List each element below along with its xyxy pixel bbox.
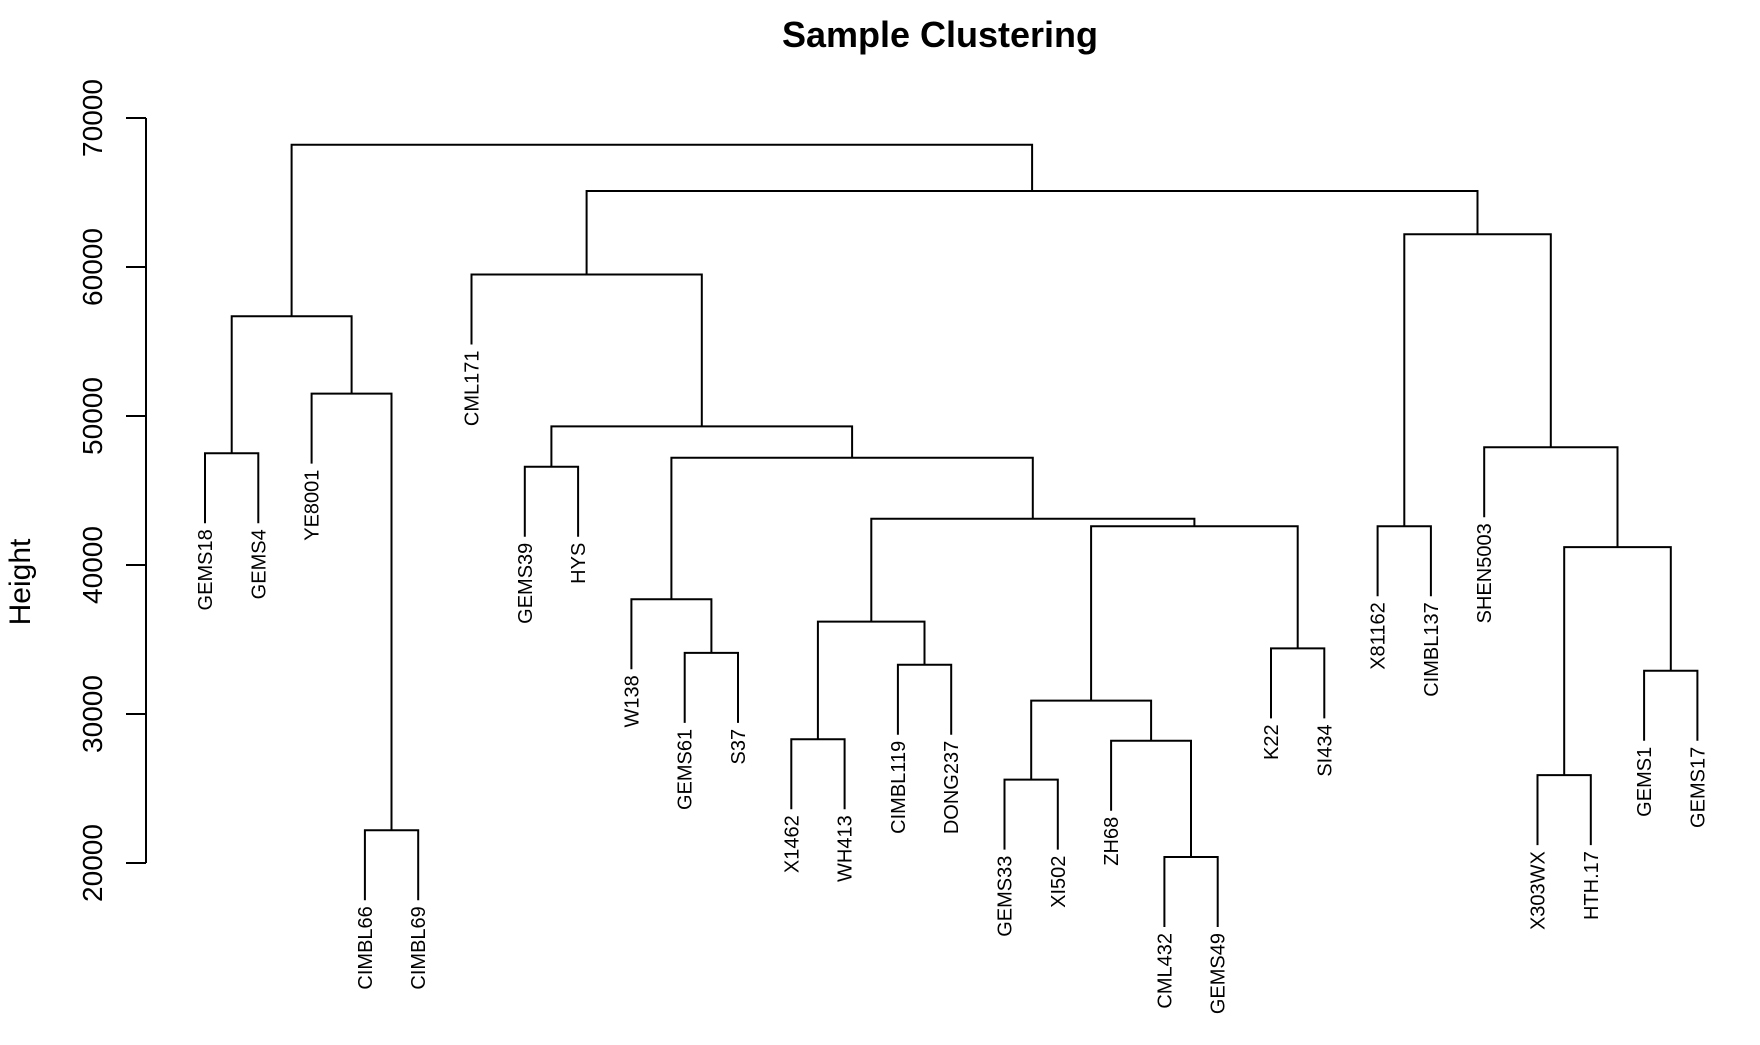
y-tick-label: 30000 (77, 675, 108, 753)
leaf-label: GEMS49 (1208, 933, 1230, 1014)
leaf-label: GEMS33 (995, 856, 1017, 937)
leaf-label: CML171 (462, 351, 484, 427)
y-axis: 20000 30000 40000 50000 60000 70000 (77, 79, 147, 902)
merge-link (1376, 525, 1432, 597)
merge-link (1270, 647, 1326, 719)
leaf-label: GEMS17 (1687, 747, 1709, 828)
y-tick-label: 70000 (77, 79, 108, 157)
merge-link (290, 143, 1034, 317)
leaf-label: CIMBL66 (355, 906, 377, 989)
merge-link (1403, 233, 1552, 527)
leaf-label: CIMBL119 (888, 741, 910, 834)
merge-link (310, 392, 393, 831)
leaf-label: X303WX (1528, 851, 1550, 930)
leaf-label: GEMS61 (675, 729, 697, 810)
leaf-label: ZH68 (1101, 817, 1123, 866)
leaf-label: X81162 (1368, 602, 1390, 669)
merge-link (1163, 856, 1219, 927)
merge-link (630, 598, 713, 670)
leaf-label: X1462 (781, 815, 803, 873)
merge-link (1003, 778, 1059, 850)
merge-link (1643, 669, 1699, 741)
merge-link (1483, 446, 1619, 548)
merge-link (523, 465, 580, 537)
leaf-label: GEMS39 (515, 543, 537, 624)
leaf-label: CML432 (1154, 933, 1176, 1009)
merge-link (550, 425, 854, 467)
leaf-label: YE8001 (302, 470, 324, 541)
leaf-label: S37 (728, 729, 750, 765)
leaf-label: HYS (568, 543, 590, 584)
y-tick-label: 50000 (77, 377, 108, 455)
leaf-label: SHEN5003 (1474, 523, 1496, 623)
leaf-label: DONG237 (941, 741, 963, 834)
leaf-label: CIMBL69 (408, 906, 430, 989)
dendrogram-tree (204, 143, 1699, 927)
merge-link (670, 456, 1034, 600)
y-tick-label: 60000 (77, 228, 108, 306)
merge-link (470, 273, 703, 427)
merge-link (1090, 525, 1299, 701)
merge-link (790, 738, 846, 810)
leaf-label: W138 (621, 675, 643, 727)
merge-link (683, 651, 739, 723)
leaf-label: K22 (1261, 724, 1283, 760)
merge-link (585, 190, 1479, 275)
merge-link (363, 829, 420, 901)
chart-title: Sample Clustering (782, 14, 1098, 55)
leaf-label: CIMBL137 (1421, 602, 1443, 697)
leaf-label: SI434 (1314, 724, 1336, 776)
merge-link (816, 620, 926, 740)
leaf-label: GEMS18 (195, 529, 217, 610)
leaf-label: WH413 (835, 815, 857, 882)
merge-link (204, 452, 260, 524)
leaf-label: XI502 (1048, 856, 1070, 908)
y-tick-label: 40000 (77, 526, 108, 604)
merge-link (1563, 546, 1672, 776)
y-tick-label: 20000 (77, 824, 108, 902)
leaf-label: GEMS4 (248, 529, 270, 599)
y-axis-title: Height (4, 538, 37, 625)
merge-link (1536, 774, 1592, 846)
leaf-label: GEMS1 (1634, 747, 1656, 817)
leaf-label: HTH.17 (1581, 851, 1603, 920)
merge-link (230, 315, 353, 454)
merge-link (870, 517, 1196, 622)
merge-link (896, 663, 953, 735)
